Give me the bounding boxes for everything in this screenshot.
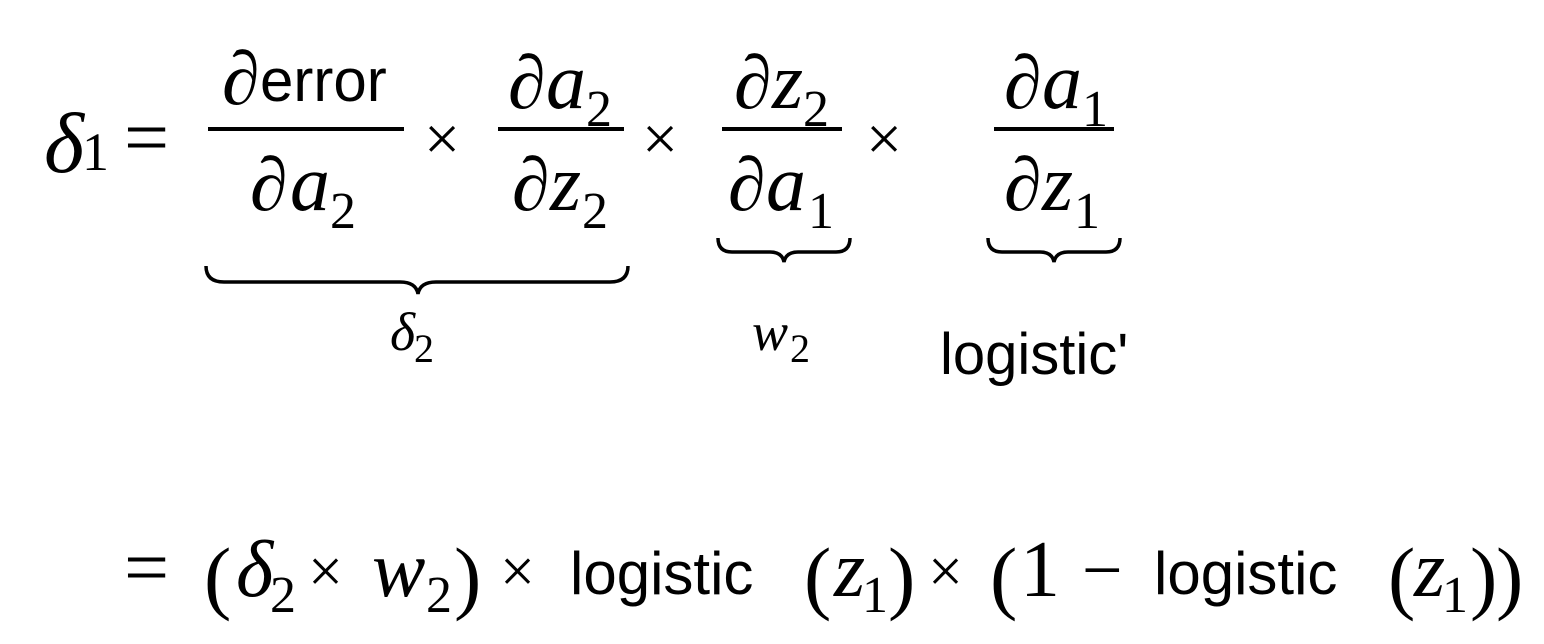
delta-1-symbol: δ — [44, 95, 86, 191]
frac2-denominator-var: z — [549, 140, 581, 228]
line2-close-paren-4: ) — [1470, 531, 1497, 622]
fraction-da2-dz2: ∂ a 2 ∂ z 2 — [498, 38, 624, 240]
line2-z-1: z — [833, 526, 865, 614]
line2-times-3: × — [928, 538, 963, 606]
frac4-denominator-sub: 1 — [1074, 183, 1100, 240]
line2-delta: δ — [236, 526, 275, 614]
line2-logistic-1: logistic — [570, 540, 753, 607]
line2-open-paren-2: ( — [804, 531, 831, 622]
equation-line-1: δ 1 = ∂ error ∂ a 2 × ∂ a 2 ∂ z 2 × ∂ — [44, 37, 1128, 387]
line2-times-1: × — [308, 538, 343, 606]
line2-open-paren-1: ( — [204, 531, 231, 622]
frac2-partial-numerator: ∂ — [508, 41, 546, 125]
line2-equals-sign: = — [124, 524, 169, 612]
line2-open-paren-3: ( — [990, 531, 1017, 622]
underbrace-w2-subscript: 2 — [790, 326, 810, 371]
fraction-da1-dz1: ∂ a 1 ∂ z 1 — [994, 38, 1114, 240]
line2-open-paren-4: ( — [1388, 531, 1415, 622]
line2-one: 1 — [1020, 526, 1060, 614]
underbrace-delta2-subscript: 2 — [414, 326, 434, 371]
frac2-partial-denominator: ∂ — [512, 143, 550, 227]
underbrace-logistic-prime-label: logistic' — [940, 322, 1128, 387]
frac3-partial-denominator: ∂ — [728, 143, 766, 227]
line2-z-2-subscript: 1 — [1442, 567, 1468, 624]
delta-1-subscript: 1 — [82, 122, 109, 182]
frac1-denominator-var: a — [290, 140, 330, 228]
frac2-numerator-var: a — [546, 38, 586, 126]
frac1-numerator-error: error — [260, 47, 387, 114]
frac4-denominator-var: z — [1041, 140, 1073, 228]
frac4-partial-numerator: ∂ — [1004, 41, 1042, 125]
underbrace-logistic-prime — [986, 237, 1122, 263]
frac1-denominator-sub: 2 — [330, 183, 356, 240]
times-sign-2: × — [642, 103, 678, 174]
frac4-partial-denominator: ∂ — [1004, 143, 1042, 227]
frac1-partial-denominator: ∂ — [250, 143, 288, 227]
line2-w: w — [372, 526, 425, 614]
fraction-dz2-da1: ∂ z 2 ∂ a 1 — [722, 38, 842, 240]
frac2-denominator-sub: 2 — [582, 183, 608, 240]
line2-logistic-2: logistic — [1154, 540, 1337, 607]
line2-close-paren-3: ) — [1496, 531, 1523, 622]
line2-minus: − — [1082, 530, 1123, 610]
frac1-partial-numerator: ∂ — [222, 37, 260, 121]
line2-close-paren-2: ) — [888, 531, 915, 622]
underbrace-w2 — [716, 237, 852, 263]
frac3-denominator-sub: 1 — [808, 183, 834, 240]
line2-w-subscript: 2 — [426, 567, 452, 624]
underbrace-delta2 — [204, 265, 630, 295]
underbrace-w2-symbol: w — [752, 302, 788, 362]
frac3-denominator-var: a — [766, 140, 806, 228]
line2-z-2: z — [1413, 526, 1445, 614]
line2-close-paren-1: ) — [454, 531, 481, 622]
frac3-partial-numerator: ∂ — [734, 41, 772, 125]
equation-line-2: = ( δ 2 × w 2 ) × logistic ( z 1 ) × ( 1… — [124, 524, 1523, 624]
underbrace-delta2-symbol: δ — [390, 302, 416, 362]
fraction-derror-da2: ∂ error ∂ a 2 — [208, 37, 404, 240]
line2-delta-subscript: 2 — [270, 567, 296, 624]
frac3-numerator-var: z — [771, 38, 803, 126]
times-sign-1: × — [424, 103, 460, 174]
times-sign-3: × — [866, 103, 902, 174]
frac4-numerator-var: a — [1042, 38, 1082, 126]
line2-times-2: × — [500, 538, 535, 606]
line2-z-1-subscript: 1 — [862, 567, 888, 624]
equals-sign: = — [124, 94, 169, 182]
